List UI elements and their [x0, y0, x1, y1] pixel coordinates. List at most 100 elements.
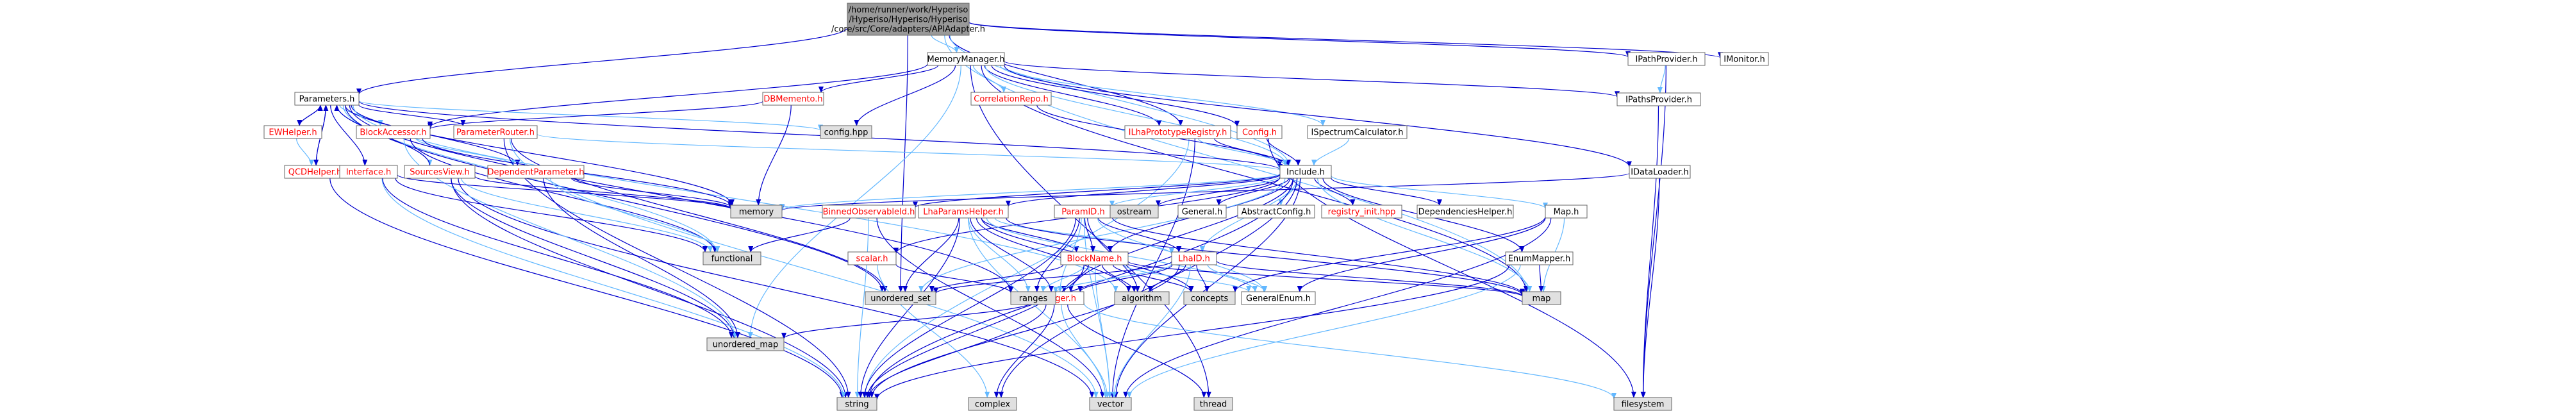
- node-box-root: [847, 3, 970, 36]
- node-registryinit[interactable]: registry_init.hpp: [1321, 205, 1402, 219]
- node-label-correlationrepo: CorrelationRepo.h: [974, 95, 1048, 104]
- node-label-idataloader: IDataLoader.h: [1631, 168, 1689, 178]
- node-dependentparam[interactable]: DependentParameter.h: [487, 165, 585, 179]
- node-enummapper[interactable]: EnumMapper.h: [1505, 251, 1574, 265]
- node-box-dbmemento: [762, 92, 824, 106]
- node-ilhaprototype[interactable]: ILhaPrototypeRegistry.h: [1124, 125, 1231, 139]
- edge-dependentparam-to-memory: [570, 178, 733, 208]
- edge-maph-to-concepts: [1233, 216, 1546, 293]
- node-label-dbmemento: DBMemento.h: [763, 95, 822, 104]
- node-box-confighpp: [820, 125, 872, 139]
- node-parameters[interactable]: Parameters.h: [294, 92, 360, 106]
- node-label-general: General.h: [1182, 208, 1223, 217]
- node-box-ispectrum: [1307, 125, 1408, 139]
- edge-logger-to-complex: [993, 304, 1055, 398]
- node-generalenum[interactable]: GeneralEnum.h: [1241, 291, 1316, 305]
- node-include[interactable]: Include.h: [1279, 165, 1332, 179]
- node-interface[interactable]: Interface.h: [339, 165, 398, 179]
- node-box-correlationrepo: [970, 92, 1052, 106]
- node-box-ilhaprototype: [1124, 125, 1231, 139]
- edge-lhaparams-to-vector: [968, 217, 1108, 398]
- node-box-dependentparam: [487, 165, 585, 179]
- node-filesystem: filesystem: [1613, 397, 1672, 411]
- node-label-maph: Map.h: [1554, 208, 1579, 217]
- edge-interface-to-unordered_map: [382, 178, 735, 339]
- edge-lhaparams-to-blockname: [981, 217, 1079, 253]
- node-config[interactable]: Config.h: [1236, 125, 1283, 139]
- edge-include-to-general: [1216, 178, 1290, 206]
- node-lhaparams[interactable]: LhaParamsHelper.h: [918, 205, 1009, 219]
- node-lhaid[interactable]: LhaID.h: [1171, 251, 1217, 265]
- node-unordered_set: unordered_set: [865, 291, 936, 305]
- edge-ewhelper-to-parameters: [299, 104, 323, 126]
- node-label-root: /Hyperiso/Hyperiso/Hyperiso: [849, 15, 967, 25]
- edge-lhaparams-to-algorithm: [976, 217, 1131, 292]
- node-vector: vector: [1089, 397, 1132, 411]
- edge-logger-to-filesystem: [1083, 303, 1616, 399]
- node-scalar[interactable]: scalar.h: [847, 251, 897, 265]
- node-box-ranges: [1010, 291, 1056, 305]
- node-ewhelper[interactable]: EWHelper.h: [263, 125, 322, 139]
- edge-lhaid-to-vector: [1111, 264, 1191, 398]
- edge-include-to-dependencieshelper: [1331, 178, 1442, 206]
- node-label-thread: thread: [1200, 400, 1227, 410]
- node-sourcesview[interactable]: SourcesView.h: [404, 165, 476, 179]
- node-label-unordered_map: unordered_map: [713, 340, 779, 350]
- edge-memorymanager-to-blockaccessor: [428, 63, 928, 128]
- node-ispectrum[interactable]: ISpectrumCalculator.h: [1307, 125, 1408, 139]
- node-general[interactable]: General.h: [1177, 205, 1227, 219]
- node-maph[interactable]: Map.h: [1545, 205, 1588, 219]
- node-box-concepts: [1183, 291, 1236, 305]
- node-label-functional: functional: [711, 255, 753, 264]
- edge-dependentparam-to-unordered_map: [543, 178, 740, 339]
- node-complex: complex: [968, 397, 1017, 411]
- node-abstractconfig[interactable]: AbstractConfig.h: [1237, 205, 1315, 219]
- node-label-unordered_set: unordered_set: [870, 294, 930, 304]
- edge-sourcesview-to-memory: [474, 176, 733, 209]
- node-root[interactable]: /home/runner/work/Hyperiso/Hyperiso/Hype…: [831, 3, 985, 36]
- node-blockaccessor[interactable]: BlockAccessor.h: [356, 125, 431, 139]
- node-memorymanager[interactable]: MemoryManager.h: [927, 52, 1005, 66]
- edge-lhaparams-to-unordered_set: [902, 217, 960, 292]
- edge-root-to-parameters: [356, 27, 848, 96]
- edge-sourcesview-to-functional: [461, 178, 713, 253]
- node-box-scalar: [847, 251, 897, 265]
- node-box-blockname: [1060, 251, 1129, 265]
- node-blockname[interactable]: BlockName.h: [1060, 251, 1129, 265]
- node-box-ostream: [1109, 205, 1159, 219]
- node-label-include: Include.h: [1286, 168, 1325, 178]
- node-label-binnedobs: BinnedObservableId.h: [823, 208, 915, 217]
- node-concepts: concepts: [1183, 291, 1236, 305]
- node-binnedobs[interactable]: BinnedObservableId.h: [822, 205, 916, 219]
- edge-include-to-ostream: [1156, 177, 1281, 207]
- node-imonitor[interactable]: IMonitor.h: [1720, 52, 1769, 66]
- node-label-string: string: [845, 400, 868, 410]
- node-dbmemento[interactable]: DBMemento.h: [762, 92, 824, 106]
- edge-interface-to-string: [381, 178, 846, 398]
- node-paramid[interactable]: ParamID.h: [1054, 205, 1113, 219]
- edge-lhaid-to-concepts: [1196, 264, 1210, 292]
- node-label-concepts: concepts: [1191, 294, 1229, 304]
- edge-qcdhelper-to-string: [329, 178, 845, 398]
- edge-paramid-to-blockname: [1084, 217, 1096, 253]
- node-ipathprovider[interactable]: IPathProvider.h: [1627, 52, 1706, 66]
- node-dependencieshelper[interactable]: DependenciesHelper.h: [1417, 205, 1514, 219]
- edge-lhaid-to-ranges: [1053, 263, 1172, 294]
- node-ipathsprovider[interactable]: IPathsProvider.h: [1616, 92, 1701, 106]
- node-label-filesystem: filesystem: [1622, 400, 1665, 410]
- edge-parameters-to-blockaccessor: [339, 104, 383, 126]
- node-label-blockaccessor: BlockAccessor.h: [360, 128, 426, 138]
- edge-idatamonitor-to-string: [862, 138, 1190, 398]
- node-correlationrepo[interactable]: CorrelationRepo.h: [970, 92, 1052, 106]
- node-box-registryinit: [1321, 205, 1402, 219]
- edge-memorymanager-to-thread: [970, 65, 1211, 398]
- node-qcdhelper[interactable]: QCDHelper.h: [284, 165, 346, 179]
- node-box-functional: [702, 251, 761, 265]
- edge-maph-to-generalenum: [1297, 217, 1546, 292]
- edge-parameterrouter-to-include: [536, 133, 1283, 172]
- edge-dependentparam-to-functional: [550, 178, 720, 253]
- node-label-ipathprovider: IPathProvider.h: [1635, 55, 1697, 65]
- node-parameterrouter[interactable]: ParameterRouter.h: [453, 125, 538, 139]
- edge-lhaparams-to-map: [1006, 217, 1525, 296]
- node-idataloader[interactable]: IDataLoader.h: [1629, 165, 1691, 179]
